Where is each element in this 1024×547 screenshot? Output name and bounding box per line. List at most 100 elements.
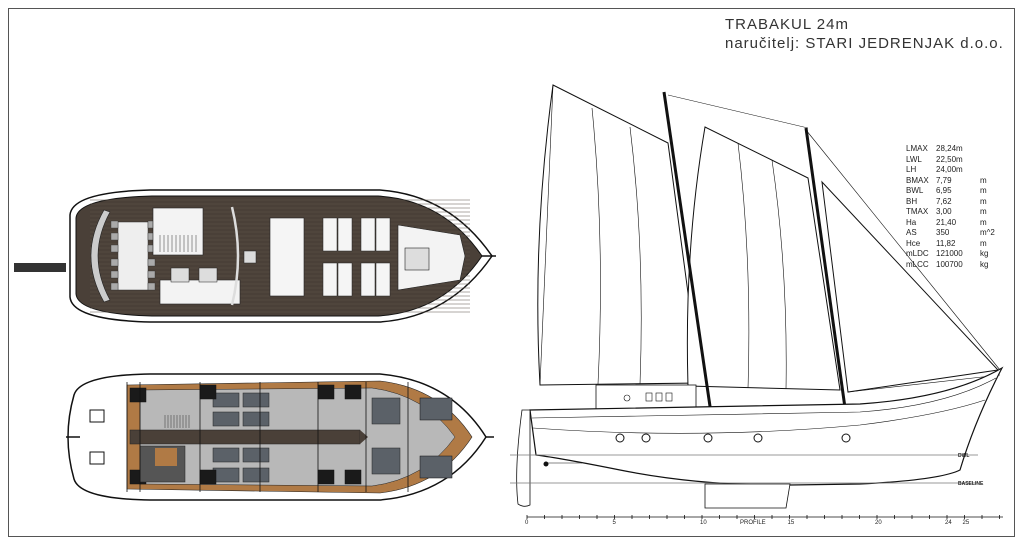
foredeck-seating <box>397 224 466 291</box>
spec-unit: m <box>980 196 987 206</box>
spec-unit: m <box>980 186 987 195</box>
spec-key: BWL <box>906 186 924 195</box>
spec-key: TMAX <box>906 207 929 216</box>
engine-port <box>89 409 105 423</box>
spec-row: mLCC 100700 kg <box>906 260 995 271</box>
companionway <box>152 207 204 256</box>
scale-tick-label: 0 <box>525 520 529 526</box>
sun-lounger <box>375 217 391 252</box>
forward-hatch <box>404 247 430 271</box>
sun-lounger <box>375 262 391 297</box>
berth <box>242 392 270 408</box>
spec-value: 22,50m <box>936 154 963 164</box>
galley-counter <box>155 448 177 466</box>
berth <box>212 411 240 427</box>
upper-deck-plan <box>14 189 496 323</box>
berth <box>212 392 240 408</box>
spec-value: 3,00 <box>936 207 952 216</box>
scale-tick-label: 25 <box>963 520 970 526</box>
porthole <box>841 433 851 443</box>
spec-key: LMAX <box>906 144 928 153</box>
spec-value: 6,95 <box>936 186 952 195</box>
spec-value: 28,24m <box>936 144 963 153</box>
spec-row: LH 24,00m <box>906 165 995 176</box>
spec-unit: kg <box>980 259 989 269</box>
chair <box>110 244 119 253</box>
head-compartment <box>317 469 335 485</box>
profile-view <box>510 84 1004 519</box>
foremast <box>662 91 714 421</box>
berth <box>371 447 401 475</box>
chair <box>110 220 119 229</box>
spec-unit: m <box>980 207 987 216</box>
hull-profile <box>529 366 1004 486</box>
forestay <box>805 129 1001 371</box>
head-compartment <box>344 384 362 400</box>
spec-unit: m <box>980 217 987 227</box>
berth <box>242 447 270 463</box>
spec-key: Hce <box>906 238 921 248</box>
mainmast <box>804 127 848 416</box>
berth <box>242 467 270 483</box>
scale-tick-label: 10 <box>700 520 707 526</box>
armchair <box>198 267 218 283</box>
baseline-label: BASELINE <box>958 481 984 487</box>
head-compartment <box>317 384 335 400</box>
spec-value: 11,82 <box>936 238 956 248</box>
skylight <box>269 217 305 297</box>
spec-unit: m <box>980 238 987 248</box>
spec-value: 100700 <box>936 259 963 269</box>
sun-lounger <box>360 262 376 297</box>
spec-key: mLDC <box>906 249 929 258</box>
chair <box>110 282 119 291</box>
head-compartment <box>199 469 217 485</box>
stern-bench <box>90 209 111 303</box>
spec-row: BWL 6,95 m <box>906 186 995 197</box>
sun-lounger <box>337 217 353 252</box>
sun-lounger <box>322 262 338 297</box>
lower-deck-plan <box>66 373 494 501</box>
scale-tick-label: 20 <box>875 520 882 526</box>
chair <box>147 258 156 267</box>
spec-row: TMAX 3,00 m <box>906 207 995 218</box>
gangway <box>14 263 66 272</box>
rudder <box>516 409 531 507</box>
spec-unit: kg <box>980 249 989 258</box>
profile-label: PROFILE <box>740 520 766 526</box>
berth <box>212 447 240 463</box>
chair <box>110 270 119 279</box>
dwl-label: DWL <box>958 453 969 459</box>
spec-key: mLCC <box>906 259 929 269</box>
forepeak-berth <box>419 455 453 479</box>
drawing-title: TRABAKUL 24m <box>725 16 849 33</box>
engine-starboard <box>89 451 105 465</box>
chair <box>147 282 156 291</box>
lounge-seating <box>159 279 241 305</box>
spec-row: Hce 11,82 m <box>906 239 995 250</box>
spec-value: 24,00m <box>936 165 963 174</box>
porthole <box>615 433 625 443</box>
spec-key: LH <box>906 165 917 174</box>
head-compartment <box>129 387 147 403</box>
mainsail-aft <box>686 126 841 391</box>
porthole <box>703 433 713 443</box>
forepeak-berth <box>419 397 453 421</box>
sun-lounger <box>360 217 376 252</box>
mainsail-fore <box>537 84 701 386</box>
deckhouse-front <box>230 206 240 306</box>
berth <box>242 411 270 427</box>
hatch <box>243 250 257 264</box>
chair <box>110 232 119 241</box>
propeller <box>543 461 549 467</box>
spec-key: BMAX <box>906 175 929 185</box>
head-compartment <box>344 469 362 485</box>
chair <box>110 258 119 267</box>
spec-unit: m <box>980 175 987 185</box>
